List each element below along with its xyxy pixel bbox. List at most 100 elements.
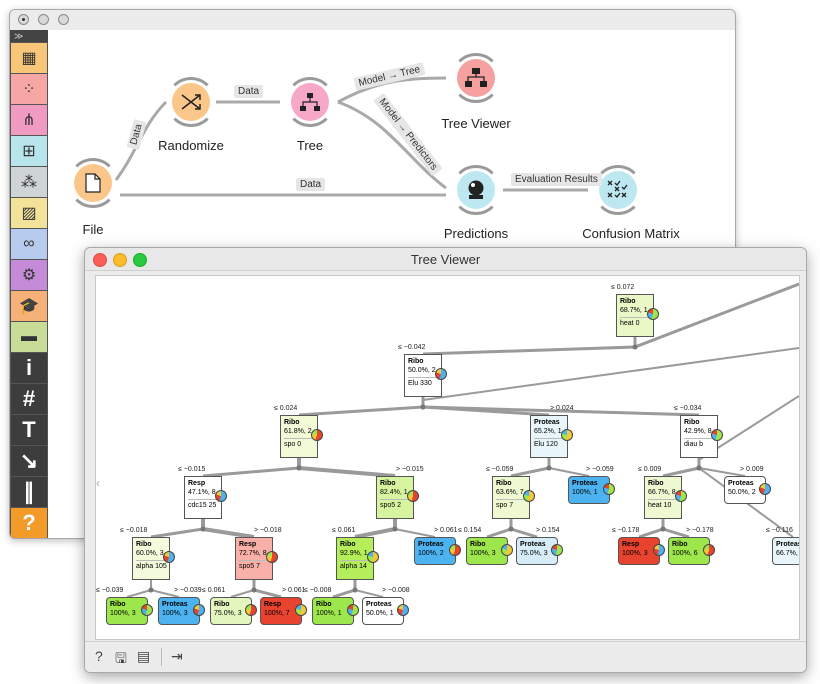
tree-leaf[interactable]: Proteas 66.7%, bbox=[772, 537, 799, 565]
node-proportion: 42.9%, 8 bbox=[684, 428, 712, 435]
tree-node[interactable]: Ribo 82.4%, 1 spo5 2 bbox=[376, 476, 419, 519]
split-point bbox=[696, 465, 702, 471]
tree-viewer-node[interactable] bbox=[451, 53, 501, 103]
data-table-widget-button[interactable]: ▦ bbox=[11, 43, 47, 73]
tree-leaf[interactable]: Ribo 100%, 3 bbox=[466, 537, 513, 565]
tree-node[interactable]: Resp 47.1%, 8 cdc15 25 bbox=[184, 476, 227, 519]
tree-node[interactable]: Ribo 50.0%, 2 Elu 330 bbox=[404, 354, 447, 397]
settings-widget-button[interactable]: ⚙ bbox=[11, 260, 47, 290]
tree-leaf[interactable]: Proteas 75.0%, 3 bbox=[516, 537, 563, 565]
image-widget-button[interactable]: ▨ bbox=[11, 198, 47, 228]
file-node[interactable] bbox=[68, 158, 118, 208]
tree-node[interactable]: Ribo 68.7%, 1 heat 0 bbox=[616, 294, 659, 337]
layout-widget-button[interactable]: ▬ bbox=[11, 322, 47, 352]
toolbox-tool-1-button[interactable]: # bbox=[11, 384, 47, 414]
tree-node[interactable]: Ribo 60.0%, 3 alpha 105 bbox=[132, 537, 175, 580]
randomize-node[interactable] bbox=[166, 77, 216, 127]
node-proportion: 50.0%, 2 bbox=[408, 367, 436, 374]
tree-edge bbox=[510, 458, 551, 478]
tree-leaf[interactable]: Proteas 50.0%, 1 bbox=[362, 597, 409, 625]
node-proportion: 66.7%, 8 bbox=[648, 489, 676, 496]
node-separator bbox=[284, 438, 314, 439]
tree-edge bbox=[150, 519, 205, 539]
node-separator bbox=[534, 438, 564, 439]
tree-leaf[interactable]: Ribo 75.0%, 3 bbox=[210, 597, 257, 625]
report-icon[interactable]: ▤ bbox=[137, 648, 151, 664]
tree-leaf[interactable]: Proteas 100%, 3 bbox=[158, 597, 205, 625]
tree-leaf[interactable]: Proteas 100%, 2 bbox=[414, 537, 461, 565]
link-label-file-predictions[interactable]: Data bbox=[296, 178, 326, 191]
tree-edge bbox=[126, 580, 152, 598]
tree-node[interactable]: Ribo 66.7%, 8 heat 10 bbox=[644, 476, 687, 519]
node-split-variable: Elu 330 bbox=[408, 380, 432, 387]
node-split-variable: heat 0 bbox=[620, 320, 640, 327]
zoom-window-button[interactable] bbox=[133, 253, 147, 267]
link-label-predictions-confusion[interactable]: Evaluation Results bbox=[511, 173, 602, 186]
tree-viewer-node-body bbox=[457, 59, 495, 97]
tree-node[interactable]: Proteas 65.2%, 1 Elu 120 bbox=[530, 415, 573, 458]
class-distribution-pie bbox=[407, 490, 419, 502]
split-condition: > −0.008 bbox=[382, 587, 410, 594]
venn-widget-button[interactable]: ∞ bbox=[11, 229, 47, 259]
link-label-randomize-tree[interactable]: Data bbox=[234, 85, 264, 98]
node-class: Resp bbox=[239, 541, 257, 548]
toolbox-collapse-icon[interactable]: ≫ bbox=[10, 30, 48, 42]
tree-edge-offscreen bbox=[422, 347, 799, 401]
split-condition: ≤ −0.059 bbox=[486, 466, 514, 473]
leaf-class: Proteas bbox=[162, 601, 188, 608]
minimize-window-button[interactable] bbox=[113, 253, 127, 267]
tree-node[interactable]: Ribo 42.9%, 8 diau b bbox=[680, 415, 723, 458]
tree-leaf[interactable]: Ribo 100%, 6 bbox=[668, 537, 715, 565]
tree-node[interactable] bbox=[285, 77, 335, 127]
tree-node[interactable]: Ribo 61.8%, 2 spo 0 bbox=[280, 415, 323, 458]
leaf-class: Proteas bbox=[572, 480, 598, 487]
clustering-widget-button[interactable]: ⁂ bbox=[11, 167, 47, 197]
tree-leaf[interactable]: Resp 100%, 7 bbox=[260, 597, 307, 625]
confusion-matrix-widget-button[interactable]: ⊞ bbox=[11, 136, 47, 166]
node-class: Ribo bbox=[408, 358, 424, 365]
help-icon[interactable]: ? bbox=[95, 648, 103, 664]
zoom-window-button[interactable] bbox=[58, 14, 69, 25]
tree-leaf[interactable]: Resp 100%, 3 bbox=[618, 537, 665, 565]
tree-viewer-icon bbox=[465, 68, 487, 87]
toolbox-tool-4-button[interactable]: ∥ bbox=[11, 477, 47, 507]
tree-node[interactable]: Ribo 63.6%, 7 spo 7 bbox=[492, 476, 535, 519]
confusion-matrix-node[interactable] bbox=[593, 165, 643, 215]
tree-leaf[interactable]: Proteas 50.0%, 2 bbox=[724, 476, 771, 504]
toolbox-tool-5-button[interactable]: ? bbox=[11, 508, 47, 538]
node-proportion: 65.2%, 1 bbox=[534, 428, 562, 435]
tree-node[interactable]: Ribo 92.9%, 1 alpha 14 bbox=[336, 537, 379, 580]
class-distribution-pie bbox=[603, 483, 615, 495]
file-node-body bbox=[74, 164, 112, 202]
leaf-proportion: 100%, 6 bbox=[672, 550, 698, 557]
class-distribution-pie bbox=[501, 544, 513, 556]
split-condition: ≤ −0.008 bbox=[304, 587, 332, 594]
close-window-button[interactable] bbox=[18, 14, 29, 25]
class-distribution-pie bbox=[163, 551, 175, 563]
scatter-plot-widget-button[interactable]: ⁘ bbox=[11, 74, 47, 104]
minimize-window-button[interactable] bbox=[38, 14, 49, 25]
education-widget-button[interactable]: 🎓 bbox=[11, 291, 47, 321]
tree-leaf[interactable]: Proteas 100%, 1 bbox=[568, 476, 615, 504]
toolbox-tool-2-button[interactable]: T bbox=[11, 415, 47, 445]
widget-toolbox: ≫ ▦⁘⋔⊞⁂▨∞⚙🎓▬i#T↘∥? bbox=[10, 30, 48, 538]
leaf-proportion: 100%, 3 bbox=[470, 550, 496, 557]
save-image-icon[interactable]: 🖫 bbox=[115, 650, 127, 666]
close-window-button[interactable] bbox=[93, 253, 107, 267]
toolbox-tool-0-button[interactable]: i bbox=[11, 353, 47, 383]
class-distribution-pie bbox=[523, 490, 535, 502]
toolbox-tool-3-button[interactable]: ↘ bbox=[11, 446, 47, 476]
split-condition: ≤ −0.018 bbox=[120, 527, 148, 534]
tree-node[interactable]: Resp 72.7%, 8 spo5 7 bbox=[235, 537, 278, 580]
tree-leaf[interactable]: Ribo 100%, 3 bbox=[106, 597, 153, 625]
tree-leaf[interactable]: Ribo 100%, 1 bbox=[312, 597, 359, 625]
tree-edge bbox=[252, 580, 282, 599]
output-icon[interactable]: ⇥ bbox=[171, 648, 183, 664]
predictions-node[interactable] bbox=[451, 165, 501, 215]
tree-edge bbox=[638, 519, 665, 539]
randomize-node-body bbox=[172, 83, 210, 121]
tree-widget-button[interactable]: ⋔ bbox=[11, 105, 47, 135]
tree-view-area[interactable]: ‹ Ribo 68.7%, 1 heat 0 Ribo 50.0%, 2 Elu … bbox=[95, 275, 800, 640]
collapse-arrow-icon[interactable]: ‹ bbox=[96, 476, 100, 490]
